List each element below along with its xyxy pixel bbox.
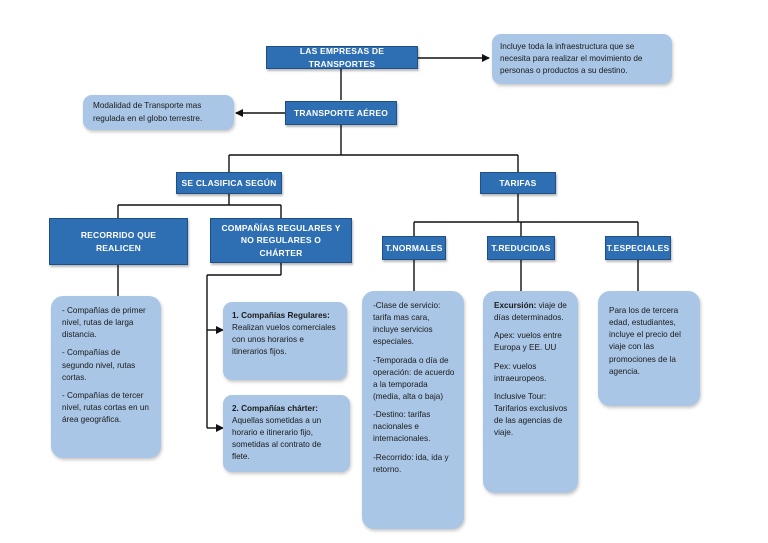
reduced-item-3: Pex: vuelos intraeuropeos. (494, 361, 570, 385)
reduced-item-3-text: vuelos intraeuropeos. (494, 361, 547, 383)
root-node: LAS EMPRESAS DE TRANSPORTES (266, 46, 418, 69)
reduced-item-2-text: vuelos entre Europa y EE. UU (494, 331, 562, 353)
reduced-card: Excursión: viaje de días determinados. A… (483, 291, 578, 493)
regular-card: 1. Compañías Regulares: Realizan vuelos … (223, 302, 347, 380)
air-label: TRANSPORTE AÉREO (293, 107, 389, 118)
reduced-node: T.REDUCIDAS (487, 236, 555, 260)
special-text: Para los de tercera edad, estudiantes, i… (609, 306, 681, 376)
reduced-item-1-title: Excursión: (494, 301, 537, 310)
special-card: Para los de tercera edad, estudiantes, i… (598, 291, 700, 406)
classify-label: SE CLASIFICA SEGÚN (181, 177, 277, 188)
companies-node: COMPAÑÍAS REGULARES Y NO REGULARES O CHÁ… (210, 218, 352, 263)
route-card: - Compañías de primer nivel, rutas de la… (51, 296, 161, 458)
charter-text: Aquellas sometidas a un horario e itiner… (232, 415, 322, 461)
regular-title: 1. Compañías Regulares: (232, 311, 330, 320)
reduced-label: T.REDUCIDAS (491, 242, 551, 253)
special-node: T.ESPECIALES (605, 236, 671, 260)
air-note: Modalidad de Transporte mas regulada en … (83, 95, 234, 130)
route-node: RECORRIDO QUE REALICEN (49, 218, 188, 265)
root-note-text: Incluye toda la infraestructura que se n… (500, 41, 643, 76)
reduced-item-2-title: Apex: (494, 331, 515, 341)
normal-node: T.NORMALES (382, 236, 446, 260)
reduced-item-4-text: Tarifarios exclusivos de las agencias de… (494, 403, 568, 438)
reduced-item-3-title: Pex: (494, 361, 511, 371)
tariffs-node: TARIFAS (480, 172, 556, 194)
reduced-item-1: Excursión: viaje de días determinados. (494, 300, 570, 324)
reduced-item-2: Apex: vuelos entre Europa y EE. UU (494, 330, 570, 354)
companies-label: COMPAÑÍAS REGULARES Y NO REGULARES O CHÁ… (221, 223, 341, 258)
air-node: TRANSPORTE AÉREO (285, 101, 397, 125)
charter-card: 2. Compañías chárter: Aquellas sometidas… (223, 395, 350, 472)
classify-node: SE CLASIFICA SEGÚN (176, 172, 282, 194)
tariffs-label: TARIFAS (499, 177, 537, 188)
special-label: T.ESPECIALES (606, 242, 670, 253)
root-label: LAS EMPRESAS DE TRANSPORTES (299, 46, 385, 69)
regular-text: Realizan vuelos comerciales con unos hor… (232, 322, 336, 356)
air-note-text: Modalidad de Transporte mas regulada en … (93, 101, 203, 123)
root-note: Incluye toda la infraestructura que se n… (492, 34, 672, 84)
normal-card: -Clase de servicio: tarifa mas cara, inc… (362, 291, 464, 529)
reduced-item-4-title: Inclusive Tour: (494, 391, 547, 401)
reduced-item-4: Inclusive Tour: Tarifarios exclusivos de… (494, 391, 570, 440)
normal-item-3: -Destino: tarifas nacionales e internaci… (373, 410, 431, 444)
route-item-1: - Compañías de primer nivel, rutas de la… (62, 306, 146, 340)
normal-label: T.NORMALES (385, 242, 443, 253)
reduced-item-1-text: viaje de días determinados. (494, 301, 567, 323)
normal-item-1: -Clase de servicio: tarifa mas cara, inc… (373, 301, 441, 347)
normal-item-2: -Temporada o día de operación: de acuerd… (373, 355, 455, 401)
route-label: RECORRIDO QUE REALICEN (80, 230, 157, 253)
normal-item-4: -Recorrido: ida, ida y retorno. (373, 452, 449, 474)
route-item-3: - Compañías de tercer nivel, rutas corta… (62, 390, 149, 425)
charter-title: 2. Compañías chárter: (232, 404, 318, 413)
route-item-2: - Compañías de segundo nivel, rutas cort… (62, 348, 136, 382)
